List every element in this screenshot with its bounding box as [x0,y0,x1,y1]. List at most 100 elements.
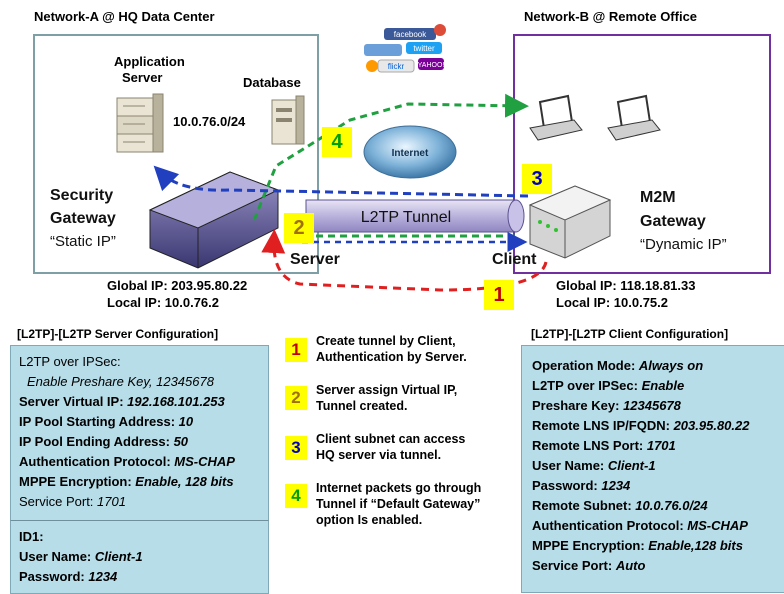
client-config-value: MS-CHAP [687,518,748,533]
server-config-value: Enable Preshare Key, 12345678 [27,374,214,389]
network-b-title: Network-B @ Remote Office [524,9,698,24]
client-config-key: Remote Subnet: [532,498,636,513]
app-server-label-1: Application [114,54,185,69]
server-config-key: Server Virtual IP: [19,394,128,409]
server-config-key: MPPE Encryption: [19,474,136,489]
step-3-badge: 3 [285,436,307,460]
step-2-text: Server assign Virtual IP, Tunnel created… [316,382,457,414]
step-line: Create tunnel by Client, [316,334,456,348]
database-icon [271,95,305,145]
step-3-text: Client subnet can access HQ server via t… [316,431,465,463]
security-gateway-title-1: Security [50,187,114,204]
client-config-box: Operation Mode: Always on L2TP over IPSe… [521,345,784,593]
laptop-icon [607,94,661,141]
internet-label: Internet [392,148,429,159]
server-config-key: IP Pool Starting Address: [19,414,179,429]
blue-subnet-path [153,165,529,198]
step-4-badge: 4 [285,484,307,508]
step-line: Client subnet can access [316,432,466,446]
step-line: Tunnel created. [316,399,408,413]
client-config-value: 203.95.80.22 [673,418,750,433]
server-role-label: Server [290,251,340,268]
step-line: HQ server via tunnel. [316,448,442,462]
client-config-key: Preshare Key: [532,398,624,413]
service-yahoo: YAHOO! [418,62,445,69]
server-config-key: Password: [19,569,89,584]
step-line: option Is enabled. [316,513,423,527]
step-line: Tunnel if “Default Gateway” [316,497,481,511]
client-config-key: Authentication Protocol: [532,518,688,533]
server-config-value: 50 [173,434,189,449]
client-config-key: Remote LNS Port: [532,438,647,453]
l2tp-tunnel [305,199,525,233]
server-config-line: L2TP over IPSec: [19,354,121,369]
step-1-badge: 1 [285,338,307,362]
step-4-text: Internet packets go through Tunnel if “D… [316,480,481,528]
server-config-key: Authentication Protocol: [19,454,175,469]
step-line: Internet packets go through [316,481,482,495]
server-config-value: Client-1 [94,549,143,564]
client-role-label: Client [492,251,537,268]
router-icon [528,185,612,259]
server-config-value: MS-CHAP [174,454,235,469]
database-label: Database [243,75,301,90]
server-config-box: L2TP over IPSec: Enable Preshare Key, 12… [10,345,269,522]
client-config-key: User Name: [532,458,608,473]
server-id-title: ID1: [19,529,44,544]
tunnel-label: L2TP Tunnel [361,209,451,226]
client-config-value: 10.0.76.0/24 [635,498,708,513]
m2m-gateway-sub: “Dynamic IP” [640,236,727,253]
server-config-value: 192.168.101.253 [127,394,225,409]
diagram-graphics: Internet facebook twitter flickr YAHOO! … [116,24,661,292]
server-config-key: User Name: [19,549,95,564]
client-config-value: 1701 [646,438,676,453]
client-config-key: Remote LNS IP/FQDN: [532,418,674,433]
security-gateway-title-2: Gateway [50,210,116,227]
client-config-value: Client-1 [607,458,656,473]
client-config-value: Always on [638,358,704,373]
network-a-local-ip: Local IP: 10.0.76.2 [107,295,220,310]
server-config-value: 1701 [97,494,126,509]
client-config-key: L2TP over IPSec: [532,378,642,393]
network-b-local-ip: Local IP: 10.0.75.2 [556,295,669,310]
client-config-key: Password: [532,478,602,493]
client-config-key: Service Port: [532,558,616,573]
client-config-value: Enable,128 bits [648,538,743,553]
server-config-key: Service Port: [19,494,98,509]
red-auth-path [261,229,548,292]
laptop-icon [529,94,583,141]
client-config-value: Auto [615,558,646,573]
network-a-title: Network-A @ HQ Data Center [34,9,215,24]
step-line: Authentication by Server. [316,350,467,364]
network-b-global-ip: Global IP: 118.18.81.33 [556,278,696,293]
subnet-label: 10.0.76.0/24 [173,114,246,129]
badge-4: 4 [322,127,352,157]
service-twitter: twitter [413,44,435,53]
server-config-value: 10 [178,414,194,429]
m2m-gateway-title-2: Gateway [640,213,706,230]
server-icon [116,93,164,153]
step-2-badge: 2 [285,386,307,410]
server-config-value: 1234 [88,569,118,584]
server-config-key: IP Pool Ending Address: [19,434,174,449]
badge-3: 3 [522,164,552,194]
router-icon [148,171,280,269]
app-server-label-2: Server [122,70,163,85]
badge-2: 2 [284,213,314,243]
service-facebook: facebook [394,30,427,39]
client-config-title: [L2TP]-[L2TP Client Configuration] [531,327,729,341]
m2m-gateway-title-1: M2M [640,189,676,206]
green-internet-path [252,93,529,221]
client-config-value: Enable [641,378,685,393]
internet-globe-icon [363,125,457,179]
client-config-value: 12345678 [623,398,681,413]
server-config-value: Enable, 128 bits [135,474,234,489]
step-1-text: Create tunnel by Client, Authentication … [316,333,467,365]
security-gateway-sub: “Static IP” [50,233,116,250]
step-line: Server assign Virtual IP, [316,383,458,397]
service-flickr: flickr [388,62,405,71]
client-config-key: MPPE Encryption: [532,538,649,553]
server-config-title: [L2TP]-[L2TP Server Configuration] [17,327,219,341]
client-config-key: Operation Mode: [532,358,639,373]
social-cloud-icon [364,24,446,73]
